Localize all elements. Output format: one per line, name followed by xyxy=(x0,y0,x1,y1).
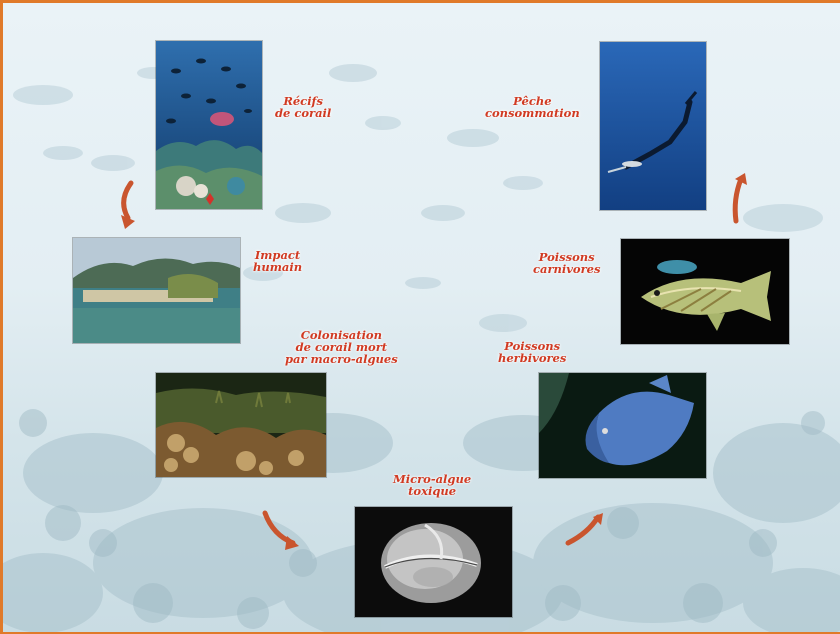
label-dead-coral-colonization: Colonisation de corail mort par macro-al… xyxy=(285,329,398,365)
label-line: herbivores xyxy=(498,352,566,364)
label-line: de corail xyxy=(275,107,331,119)
label-carnivorous-fish: Poissons carnivores xyxy=(533,251,600,275)
label-line: par macro-algues xyxy=(285,353,398,365)
coral-reef-photo xyxy=(156,41,262,209)
fishing-photo xyxy=(600,42,706,210)
label-line: consommation xyxy=(485,107,580,119)
label-fishing-consumption: Pêche consommation xyxy=(485,95,580,119)
microalga-photo xyxy=(355,507,512,617)
label-line: humain xyxy=(253,261,302,273)
macroalgae-photo xyxy=(156,373,326,477)
label-line: carnivores xyxy=(533,263,600,275)
label-coral-reefs: Récifs de corail xyxy=(275,95,331,119)
label-toxic-microalga: Micro-algue toxique xyxy=(393,473,471,497)
label-human-impact: Impact humain xyxy=(253,249,302,273)
human-impact-photo xyxy=(73,238,240,343)
herbivorous-fish-photo xyxy=(539,373,706,478)
label-line: toxique xyxy=(393,485,471,497)
label-herbivorous-fish: Poissons herbivores xyxy=(498,340,566,364)
carnivorous-fish-photo xyxy=(621,239,789,344)
